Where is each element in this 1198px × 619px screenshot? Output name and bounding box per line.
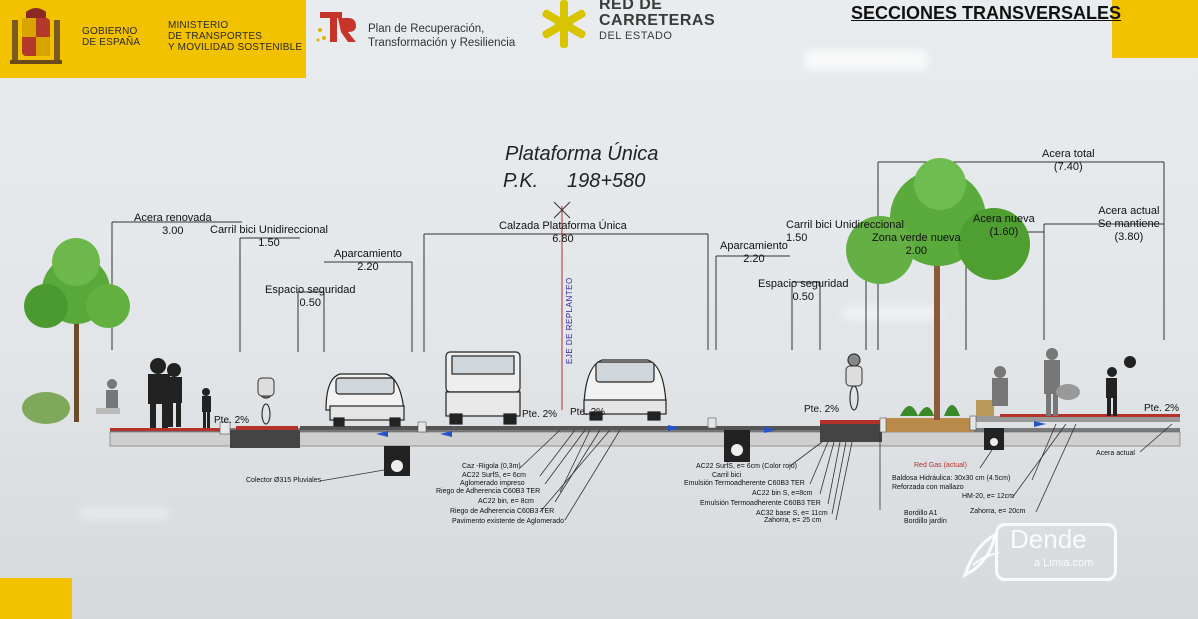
layer-note: Bordillo A1 — [904, 510, 938, 517]
layer-note: Carril bici — [712, 472, 742, 479]
light-reflection — [842, 306, 942, 320]
slope-label: Pte. 2% — [1144, 403, 1180, 414]
layer-note: Colector Ø315 Pluviales — [246, 477, 322, 484]
pk-value: 198+580 — [567, 170, 646, 192]
layer-note: AC22 bin, e= 8cm — [478, 498, 534, 505]
slope-label: Pte. 2% — [522, 409, 558, 420]
red-carreteras-logo-icon — [542, 0, 586, 48]
layer-note: Bordillo jardín — [904, 518, 947, 525]
header-logo-panel — [0, 0, 306, 78]
layer-note: AC32 base S, e= 11cm — [756, 510, 828, 517]
layer-note: Riego de Adherencia C60B3 TER — [450, 508, 555, 515]
prtr-logo-icon — [316, 12, 356, 42]
tree-left-icon — [24, 238, 130, 422]
coat-of-arms-icon — [10, 8, 62, 64]
car-icon — [583, 359, 667, 421]
light-reflection — [80, 508, 170, 520]
layer-note: Emulsión Termoadherente C60B3 TER — [700, 500, 821, 507]
layer-note: Zahorra, e= 25 cm — [764, 517, 822, 524]
car-icon — [325, 373, 405, 427]
layer-note: Caz -Rigola (0,3m) — [462, 463, 521, 470]
layer-note: Red Gas (actual) — [914, 462, 967, 469]
slope-label: Pte. 2% — [570, 407, 606, 418]
layer-note: HM-20, e= 12cm — [962, 493, 1014, 500]
axis-label: EJE DE REPLANTEO — [565, 277, 574, 364]
layer-note: Pavimento existente de Aglomerado — [452, 518, 565, 525]
layer-note: Riego de Adherencia C60B3 TER — [436, 488, 541, 495]
watermark-box — [995, 523, 1117, 581]
slope-label: Pte. 2% — [214, 415, 250, 426]
layer-note: Acera actual — [1096, 450, 1135, 457]
del-estado-text: DEL ESTADO — [599, 30, 673, 42]
pk-label: P.K. — [503, 170, 539, 192]
dim-acera-nueva: Acera nueva(1.60) — [973, 213, 1035, 238]
layer-note: Aglomerado impreso — [460, 480, 525, 487]
light-reflection — [804, 50, 928, 70]
diagram-title: Plataforma Única — [505, 143, 659, 165]
watermark-sub: a Limia.com — [1034, 557, 1094, 569]
dim-acera-total: Acera total(7.40) — [1042, 148, 1095, 173]
layer-note: AC22 SurfS, e= 6cm — [462, 472, 527, 479]
header-right-panel — [1112, 0, 1198, 58]
layer-note: Zahorra, e= 20cm — [970, 508, 1026, 515]
layer-note: Baldosa Hidráulica: 30x30 cm (4.5cm) — [892, 475, 1011, 482]
watermark-brand: Dende — [1010, 524, 1087, 554]
car-icon — [445, 351, 521, 425]
section-title: SECCIONES TRANSVERSALES — [851, 3, 1122, 23]
plan-recuperacion-text: Plan de Recuperación,Transformación y Re… — [368, 23, 516, 49]
layer-note: AC22 SurfS, e= 6cm (Color rojo) — [696, 463, 797, 470]
layer-note: AC22 bin S, e=8cm — [752, 490, 813, 497]
layer-note: Emulsión Termoadherente C60B3 TER — [684, 480, 805, 487]
layer-note: Reforzada con mallazo — [892, 484, 964, 491]
tree-right-icon — [846, 158, 1030, 420]
footer-left-panel — [0, 578, 72, 619]
slope-label: Pte. 2% — [804, 404, 840, 415]
